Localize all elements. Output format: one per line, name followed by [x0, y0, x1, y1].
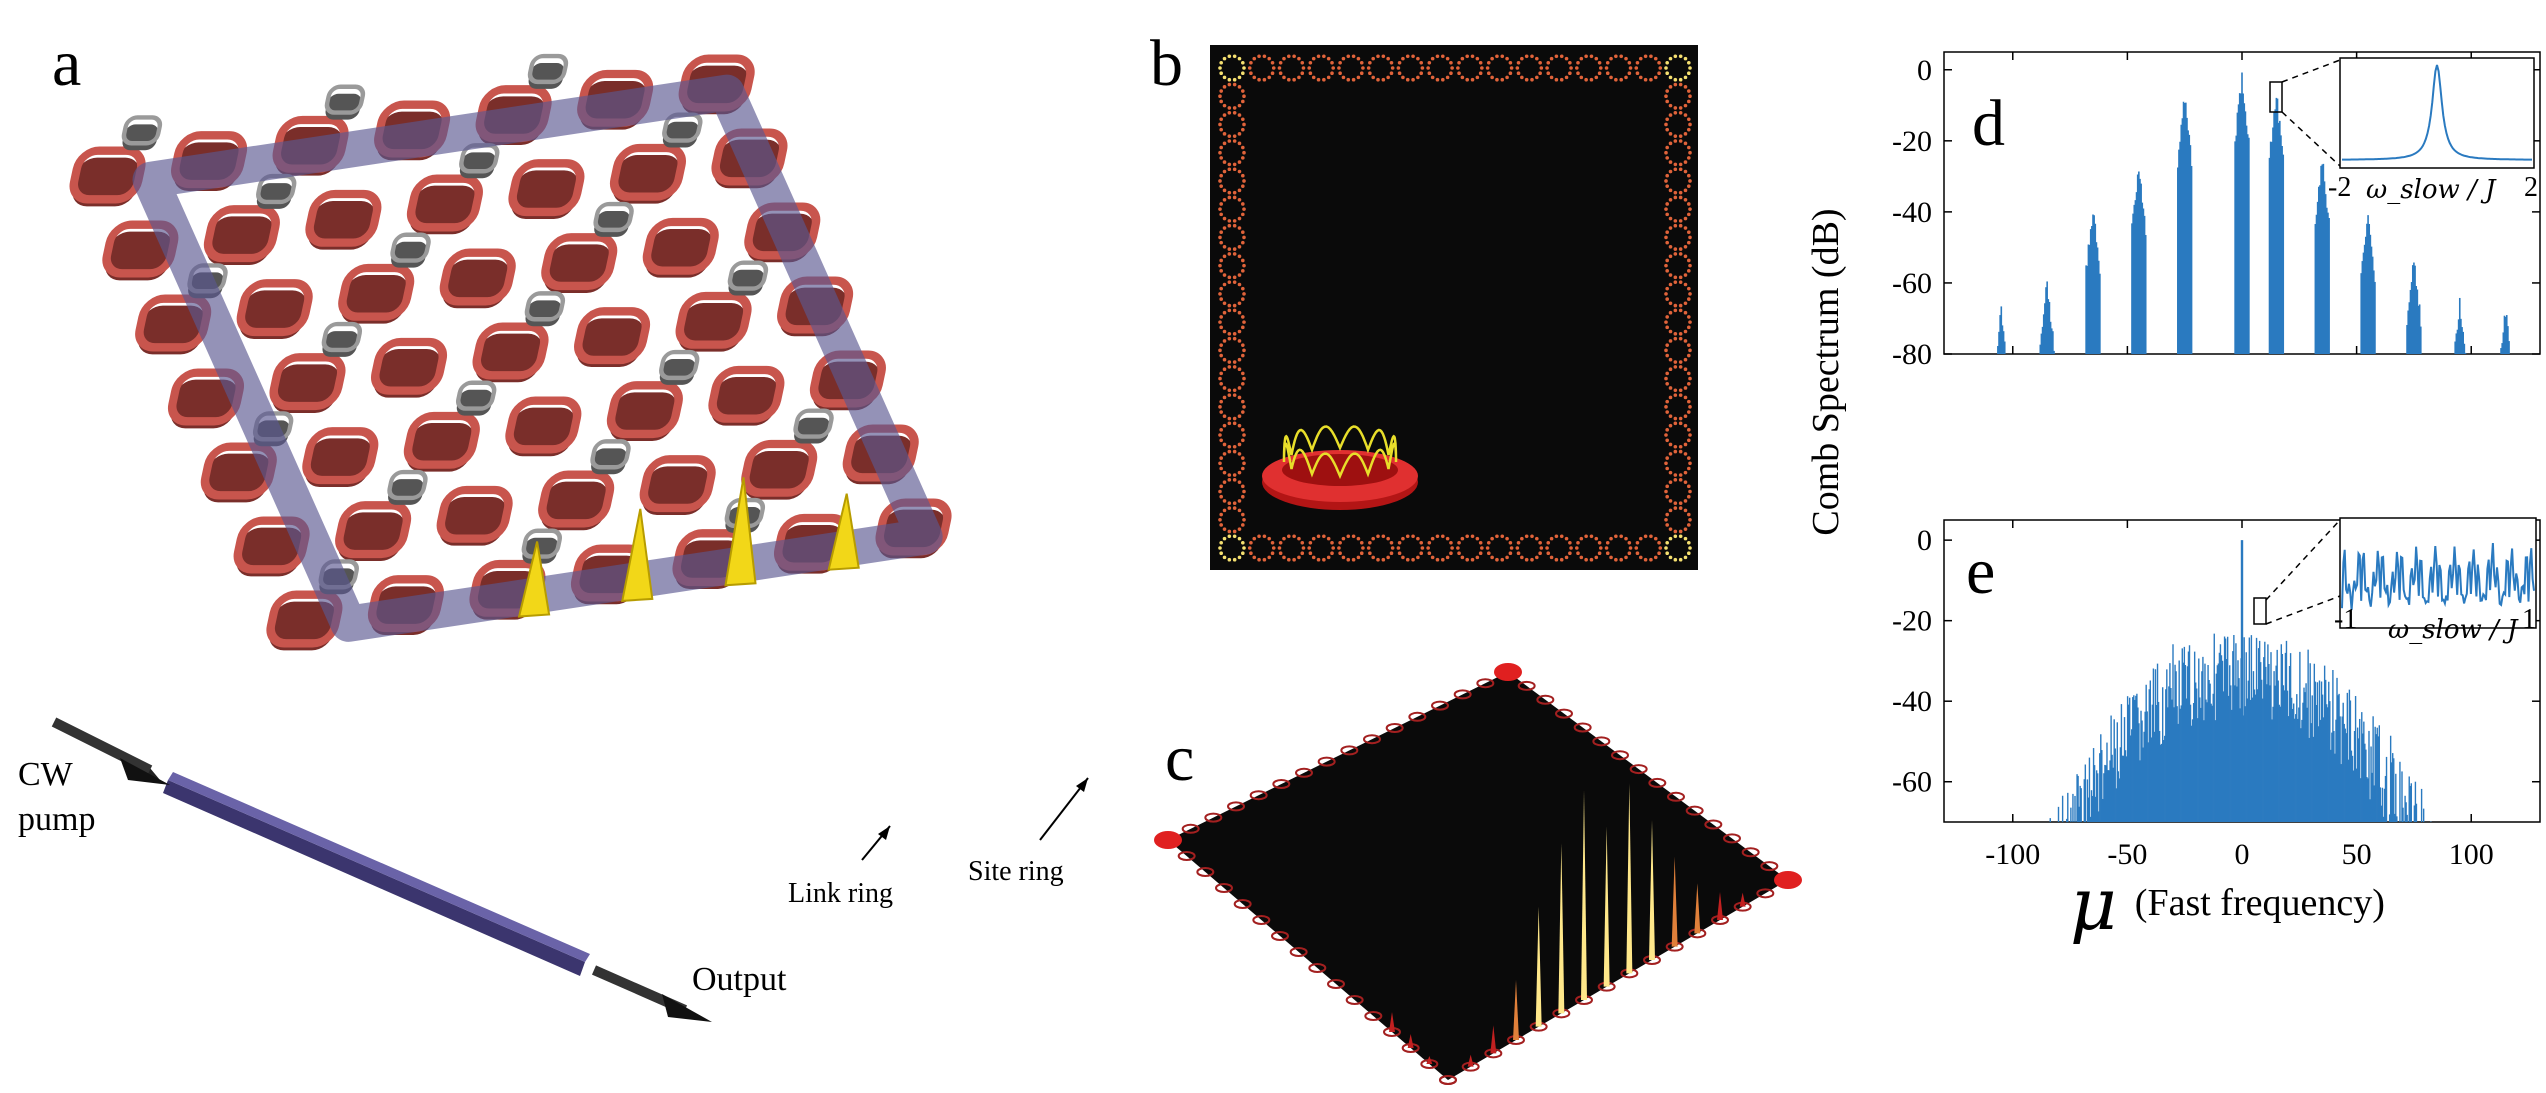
site-ring-label: Site ring	[968, 856, 1064, 887]
panel-b-lattice-field: b	[1150, 0, 1710, 600]
site-ring	[269, 357, 345, 413]
x-tick-label: 100	[2449, 838, 2494, 871]
site-ring	[708, 370, 784, 426]
site-ring	[505, 401, 581, 457]
link-ring	[324, 87, 365, 120]
y-tick-label: -20	[1892, 605, 1932, 638]
site-ring	[203, 209, 279, 265]
panel-e-inset-tick-left: -1	[2334, 604, 2357, 635]
bus-waveguide	[163, 772, 590, 976]
corner-ring-left	[1154, 831, 1182, 849]
panel-d-chart: d 0 -20 -40 -60 -80 -2 2 ω_slow / J	[1766, 0, 2546, 420]
link-ring-label: Link ring	[788, 878, 893, 909]
site-ring	[302, 431, 378, 487]
panel-a-letter: a	[52, 27, 81, 100]
panel-a-illustration: a CW pump Output Link ring Site ring	[0, 0, 1150, 1093]
link-ring	[386, 472, 427, 505]
site-ring	[338, 268, 414, 324]
y-tick-label: -60	[1892, 267, 1932, 300]
site-ring	[609, 148, 685, 204]
site-ring	[541, 237, 617, 293]
panel-e-letter: e	[1966, 535, 1995, 608]
y-tick-label: -20	[1892, 125, 1932, 158]
link-ring	[527, 56, 568, 89]
output-label: Output	[692, 961, 787, 998]
site-ring	[439, 253, 515, 309]
y-tick-label: 0	[1917, 54, 1932, 87]
link-ring	[389, 235, 430, 268]
link-ring	[792, 411, 833, 444]
x-axis-label: (Fast frequency)	[2135, 882, 2385, 924]
shared-x-axis-title: μ (Fast frequency)	[2070, 862, 2385, 946]
panel-e-inset: -1 1 ω_slow / J	[2254, 518, 2536, 645]
site-ring	[436, 490, 512, 546]
site-ring	[606, 385, 682, 441]
link-ring	[321, 324, 362, 357]
panel-d-inset-tick-left: -2	[2328, 172, 2351, 203]
panel-d-inset-label: ω_slow / J	[2366, 175, 2497, 205]
panel-e-inset-tick-right: 1	[2522, 604, 2536, 635]
cw-label: CW	[18, 756, 74, 793]
site-ring	[334, 505, 410, 561]
site-ring	[236, 283, 312, 339]
link-ring	[524, 293, 565, 326]
y-axis-label: Comb Spectrum (dB)	[1804, 142, 1848, 602]
panel-d-inset-tick-right: 2	[2524, 172, 2538, 203]
site-ring	[403, 416, 479, 472]
panel-c-3d-field: c	[1160, 660, 1800, 1090]
panel-c-floor	[1168, 672, 1788, 1080]
link-ring	[727, 263, 768, 296]
y-tick-label: 0	[1917, 524, 1932, 557]
link-ring	[589, 441, 630, 474]
y-tick-label: -40	[1892, 196, 1932, 229]
panel-c-letter: c	[1165, 722, 1194, 795]
site-ring	[538, 475, 614, 531]
panel-d-letter: d	[1972, 87, 2005, 160]
panel-d-inset: -2 2 ω_slow / J	[2270, 58, 2538, 205]
site-ring	[639, 459, 715, 515]
x-tick-label: -100	[1985, 838, 2040, 871]
pump-label: pump	[18, 801, 95, 838]
site-ring	[573, 311, 649, 367]
site-ring	[406, 179, 482, 235]
site-ring	[642, 222, 718, 278]
link-ring	[121, 117, 162, 150]
site-ring	[508, 163, 584, 219]
y-tick-label: -60	[1892, 766, 1932, 799]
panel-e-inset-label: ω_slow / J	[2388, 615, 2519, 645]
ring-lattice	[69, 56, 951, 650]
y-tick-label: -80	[1892, 338, 1932, 371]
corner-ring-top	[1494, 663, 1522, 681]
mu-symbol: μ	[2070, 862, 2117, 946]
site-ring	[741, 444, 817, 500]
panel-b-letter: b	[1150, 27, 1183, 100]
site-ring	[472, 327, 548, 383]
site-ring	[675, 296, 751, 352]
shared-y-axis-title: Comb Spectrum (dB)	[1796, 130, 1856, 610]
link-ring	[592, 204, 633, 237]
site-ring	[305, 194, 381, 250]
link-ring	[658, 352, 699, 385]
link-ring	[455, 383, 496, 416]
link-ring	[521, 531, 562, 564]
y-tick-label: -40	[1892, 685, 1932, 718]
site-ring	[370, 342, 446, 398]
